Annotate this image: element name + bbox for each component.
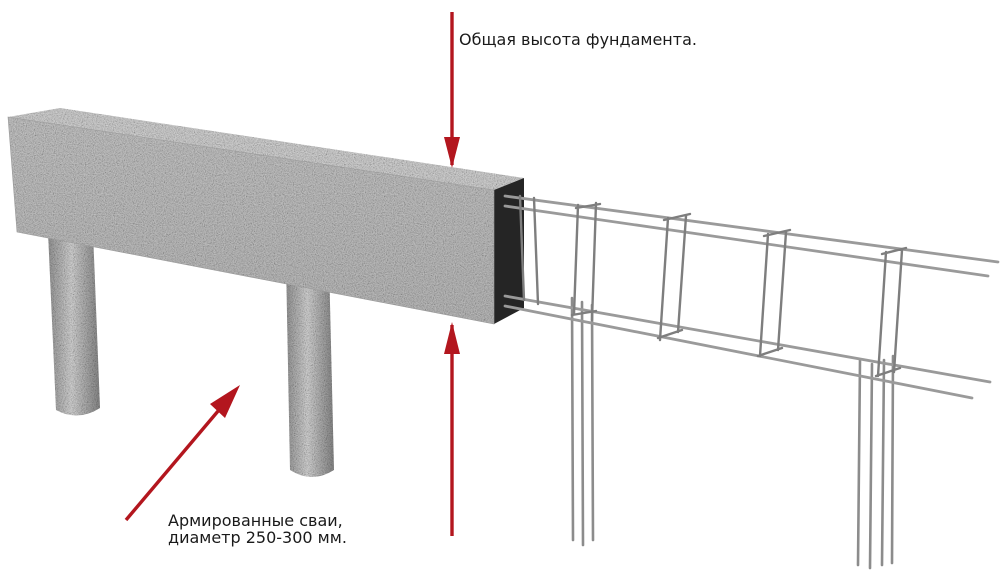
height-arrow <box>444 12 460 536</box>
stirrups <box>518 194 908 378</box>
height-arrow-bottom-head <box>444 322 460 354</box>
piles-arrow-head <box>210 385 240 418</box>
concrete-beam <box>7 108 524 325</box>
pile-right <box>286 262 334 477</box>
piles-label-line1: Армированные сваи, <box>168 511 343 530</box>
piles-label-line2: диаметр 250-300 мм. <box>168 528 347 547</box>
pile-rebar-far <box>856 354 895 570</box>
pile-left <box>48 232 100 416</box>
rebar-cage <box>503 194 1000 570</box>
piles-arrow <box>124 385 240 522</box>
total-height-label: Общая высота фундамента. <box>459 30 697 49</box>
height-arrow-top-head <box>444 137 460 168</box>
piles-arrow-shaft <box>124 402 226 522</box>
longitudinal-bars <box>503 194 1000 400</box>
piles-label: Армированные сваи, диаметр 250-300 мм. <box>168 512 347 546</box>
pile-rebar-near <box>570 296 595 547</box>
